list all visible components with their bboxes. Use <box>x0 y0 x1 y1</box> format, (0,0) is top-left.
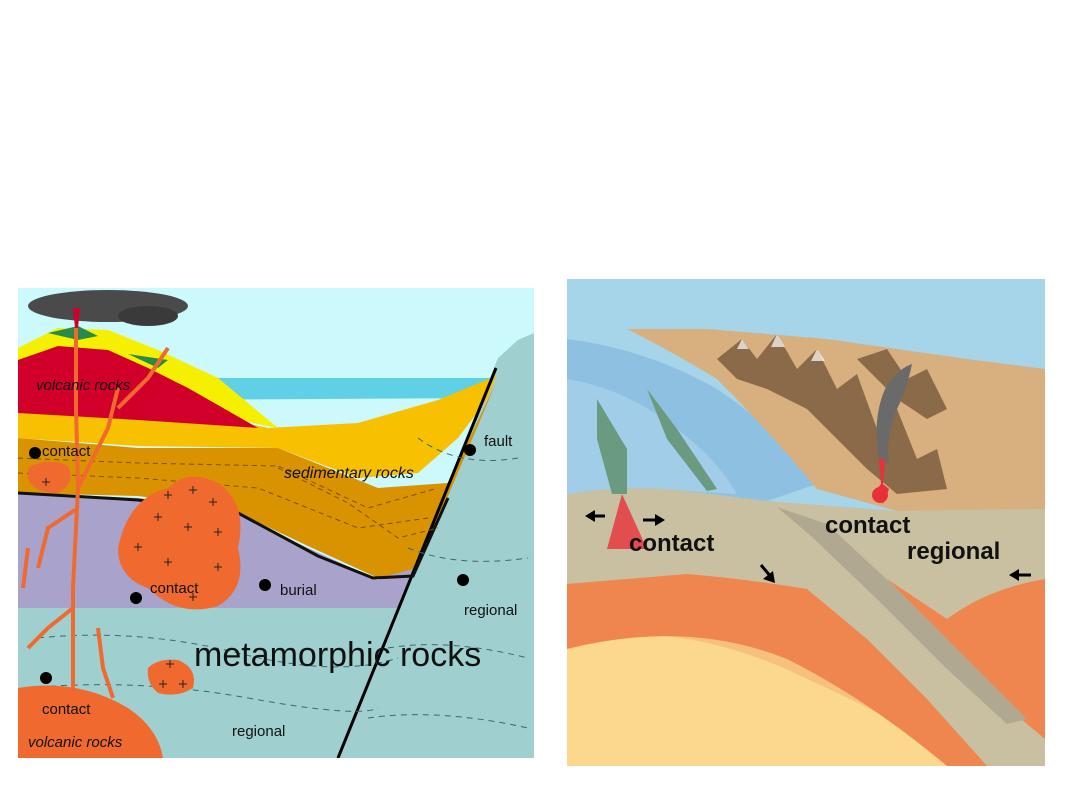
strata-lines <box>18 457 439 539</box>
magma-chamber-right <box>872 487 888 503</box>
layer-boundary <box>18 491 450 580</box>
label-contact-upper: contact <box>42 443 91 460</box>
label-regional: regional <box>907 538 1000 565</box>
mountain-snow <box>737 334 825 361</box>
label-volcanic-rocks-bottom: volcanic rocks <box>28 734 123 751</box>
ash-cloud-2 <box>118 306 178 326</box>
granite-crosses <box>42 478 222 688</box>
dot-contact-upper <box>29 447 41 459</box>
fault-line <box>336 367 498 758</box>
arrow-subduction <box>759 564 775 583</box>
lower-sediment-layer <box>18 383 496 578</box>
subducting-slab <box>777 507 1027 724</box>
dot-regional-right <box>457 574 469 586</box>
arrow-right <box>643 514 665 526</box>
ridge-green-2 <box>647 389 717 491</box>
label-regional-bottom: regional <box>232 723 285 740</box>
arrow-left <box>585 510 605 522</box>
label-regional-right: regional <box>464 602 517 619</box>
volcano-vent <box>73 308 80 328</box>
volcanic-green-patch <box>48 326 98 340</box>
ridge-green <box>597 399 627 494</box>
volcano-plume <box>876 364 912 464</box>
dot-burial <box>259 579 271 591</box>
basement-rock <box>18 333 534 758</box>
dot-contact-lower <box>40 672 52 684</box>
overriding-crust <box>767 501 1045 619</box>
pluton-small <box>147 659 194 695</box>
basement-foliation <box>27 437 529 729</box>
label-burial: burial <box>280 582 317 599</box>
pluton-bottom <box>18 685 163 758</box>
label-contact-left: contact <box>629 530 714 557</box>
pluton-upper-left <box>28 461 71 493</box>
left-metamorphism-diagram: volcanic rocks contact sedimentary rocks… <box>18 288 534 758</box>
label-contact-lower: contact <box>42 701 91 718</box>
pluton-middle <box>118 476 241 610</box>
label-metamorphic-rocks: metamorphic rocks <box>194 636 481 674</box>
dot-contact-middle <box>130 592 142 604</box>
arrow-compression <box>1009 569 1031 581</box>
label-contact-right: contact <box>825 512 910 539</box>
label-volcanic-rocks-top: volcanic rocks <box>36 377 131 394</box>
label-contact-middle: contact <box>150 580 199 597</box>
dot-fault <box>464 444 476 456</box>
right-plate-tectonics-diagram: contact contact regional <box>567 279 1045 766</box>
ridge-magma <box>607 494 647 549</box>
label-fault: fault <box>484 433 513 450</box>
mantle-mid <box>567 634 967 766</box>
label-sedimentary-rocks: sedimentary rocks <box>284 465 414 482</box>
crust-plate <box>567 488 1045 766</box>
magma-dikes <box>21 328 170 708</box>
